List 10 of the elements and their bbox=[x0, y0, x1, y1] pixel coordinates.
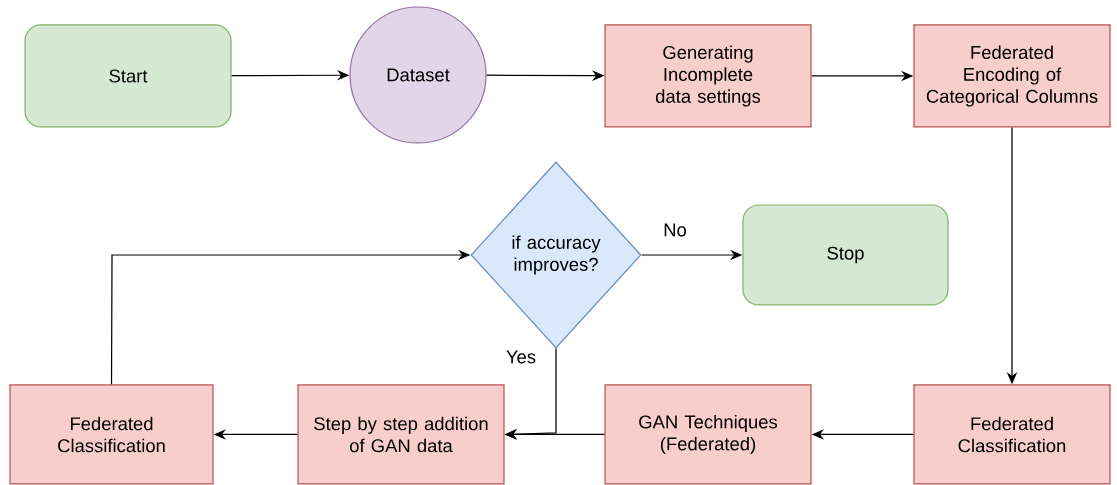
process-box: Federated Classification bbox=[9, 384, 214, 485]
process-box: GAN Techniques (Federated) bbox=[604, 384, 812, 485]
edge-label: No bbox=[661, 221, 689, 239]
process-box: Federated Classification bbox=[913, 384, 1111, 485]
process-box: Step by step addition of GAN data bbox=[297, 384, 505, 485]
process-box: Federated Encoding of Categorical Columns bbox=[913, 24, 1111, 128]
terminal-box: Stop bbox=[742, 204, 949, 306]
edge-label: Yes bbox=[504, 348, 538, 366]
process-box: Generating Incomplete data settings bbox=[604, 24, 812, 128]
terminal-box: Start bbox=[24, 24, 232, 128]
